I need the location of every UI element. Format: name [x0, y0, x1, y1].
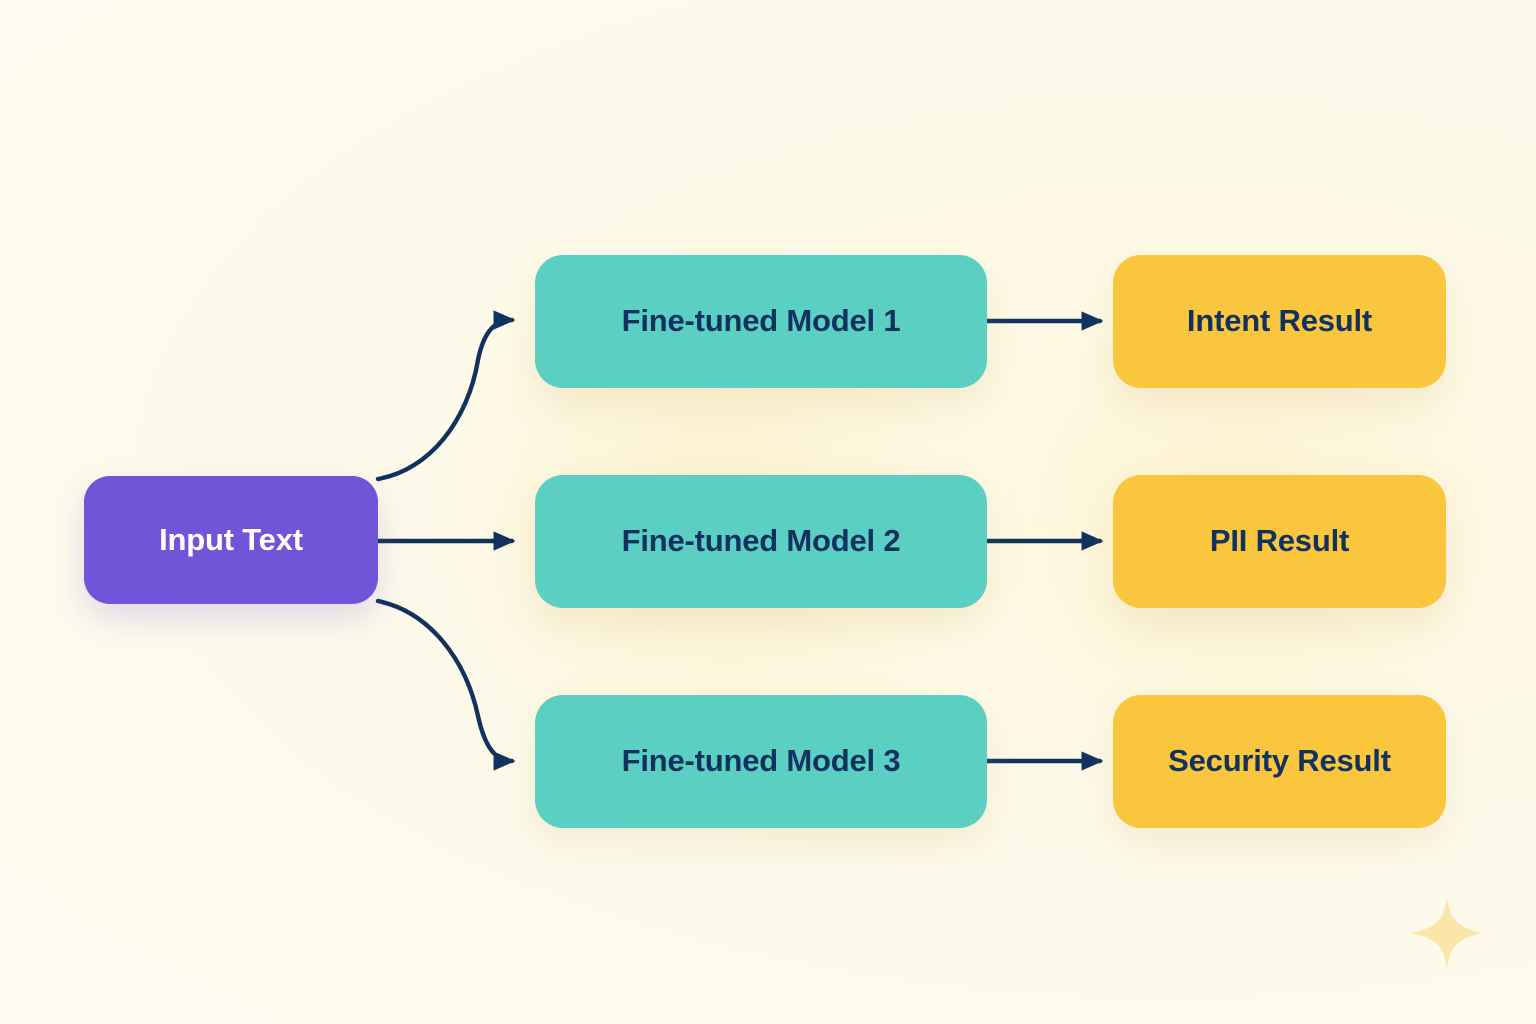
node-pii-result-label: PII Result — [1209, 523, 1350, 559]
node-pii-result[interactable]: PII Result — [1113, 475, 1446, 608]
node-fine-tuned-model-2-label: Fine-tuned Model 2 — [621, 523, 901, 559]
node-fine-tuned-model-2[interactable]: Fine-tuned Model 2 — [535, 475, 987, 608]
node-security-result[interactable]: Security Result — [1113, 695, 1446, 828]
node-fine-tuned-model-1[interactable]: Fine-tuned Model 1 — [535, 255, 987, 388]
node-intent-result[interactable]: Intent Result — [1113, 255, 1446, 388]
node-input-text-label: Input Text — [159, 521, 303, 557]
node-input-text[interactable]: Input Text — [84, 476, 378, 604]
edge-input-to-model-3 — [375, 598, 516, 771]
node-fine-tuned-model-1-label: Fine-tuned Model 1 — [621, 303, 901, 339]
node-intent-result-label: Intent Result — [1186, 303, 1373, 339]
edge-input-to-model-1 — [375, 310, 516, 482]
node-fine-tuned-model-3[interactable]: Fine-tuned Model 3 — [535, 695, 987, 828]
node-fine-tuned-model-3-label: Fine-tuned Model 3 — [621, 743, 901, 779]
node-security-result-label: Security Result — [1168, 743, 1391, 779]
